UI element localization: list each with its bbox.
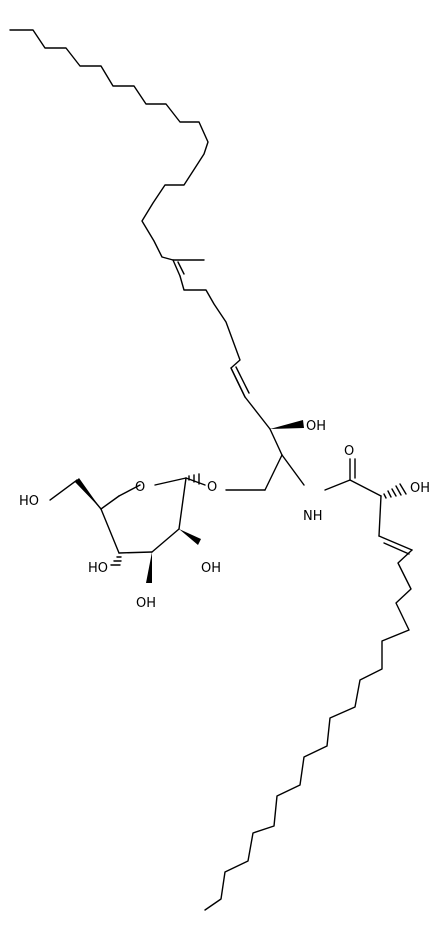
c2-c3 bbox=[151, 528, 180, 553]
c5-wedge bbox=[75, 478, 101, 509]
acyl-chain-bonds bbox=[204, 549, 413, 911]
c6-oh bbox=[49, 479, 78, 501]
label-carbonyl-o: O bbox=[344, 444, 354, 459]
acyl-double-bond bbox=[378, 535, 413, 551]
sugar-ring bbox=[49, 473, 201, 583]
label-oh-c3: OH bbox=[136, 596, 156, 611]
c2-c1-bond bbox=[264, 454, 283, 491]
label-nh: NH bbox=[303, 509, 323, 524]
c4-oh-hash bbox=[110, 556, 122, 566]
n-carbonyl-bond bbox=[324, 479, 351, 491]
atom-labels: HO O O HO OH OH OH NH O OH bbox=[19, 419, 430, 611]
label-oh-c2: OH bbox=[201, 561, 221, 576]
trans-double-bond bbox=[230, 366, 250, 398]
alpha-oh-hash bbox=[383, 483, 407, 499]
label-ho-c4: HO bbox=[88, 561, 108, 576]
c2-n-bond bbox=[281, 454, 305, 486]
label-alpha-oh: OH bbox=[410, 481, 430, 496]
label-ring-o: O bbox=[135, 480, 145, 495]
label-glycosidic-o: O bbox=[207, 480, 217, 495]
c2-oh-wedge bbox=[179, 529, 201, 545]
ring-o-c5 bbox=[118, 484, 141, 497]
sphingoid-chain-bonds bbox=[9, 29, 209, 261]
anomeric-hash bbox=[188, 473, 200, 485]
label-sphingoid-oh: OH bbox=[306, 419, 326, 434]
ring-o-c1 bbox=[154, 477, 187, 486]
c3-c4 bbox=[118, 551, 153, 554]
fatty-acyl-chain bbox=[204, 495, 413, 911]
c3-oh-wedge bbox=[146, 552, 152, 583]
c4-c5 bbox=[100, 508, 120, 554]
label-ho-ch2: HO bbox=[19, 494, 39, 509]
c1-c2 bbox=[178, 477, 187, 530]
double-bond-upper-2 bbox=[177, 261, 185, 275]
double-bond-upper bbox=[172, 259, 181, 277]
c3-oh-wedge bbox=[270, 420, 304, 429]
c5-ring-o bbox=[100, 495, 120, 510]
sphingoid-chain-lower bbox=[179, 275, 271, 430]
head-group bbox=[185, 420, 407, 499]
carbonyl-alpha-bond bbox=[349, 479, 382, 497]
c3-c2-bond bbox=[269, 428, 283, 456]
